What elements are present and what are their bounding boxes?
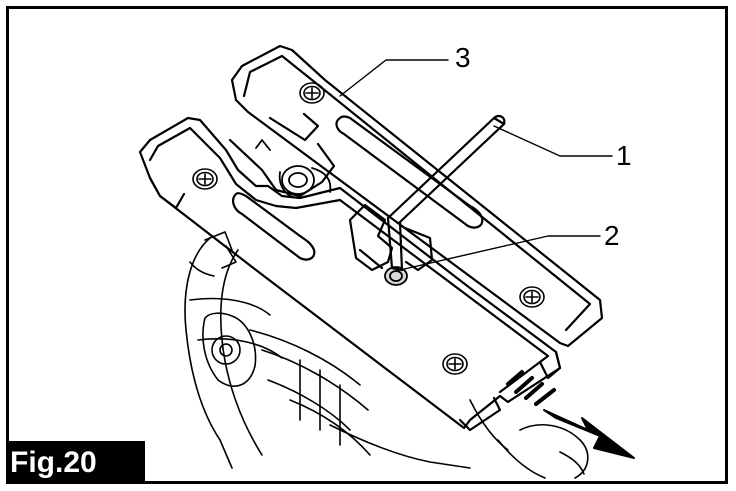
screw-icon (192, 168, 218, 190)
front-base-plate (138, 116, 562, 432)
screw-icon (442, 353, 468, 375)
screw-icon (519, 286, 545, 308)
leader-line-3 (339, 59, 449, 97)
rear-base-plate (230, 44, 604, 348)
motion-arrow (506, 370, 635, 459)
screws (192, 82, 545, 375)
hex-wrench (386, 114, 506, 272)
roller-guide (255, 139, 332, 199)
front-slot (232, 192, 316, 261)
callout-2: 2 (604, 220, 620, 251)
hand (469, 399, 589, 479)
tool-body (184, 231, 471, 469)
leader-line-1 (493, 125, 613, 157)
callout-3: 3 (455, 42, 471, 73)
leader-line-2 (399, 235, 601, 271)
figure-frame (6, 6, 728, 484)
leader-lines (339, 59, 613, 271)
rear-slot (335, 115, 484, 229)
knob-icon (211, 335, 241, 365)
callout-1: 1 (616, 140, 632, 171)
bolt (384, 266, 408, 286)
screw-icon (299, 82, 325, 104)
figure-label: Fig.20 (6, 441, 145, 484)
